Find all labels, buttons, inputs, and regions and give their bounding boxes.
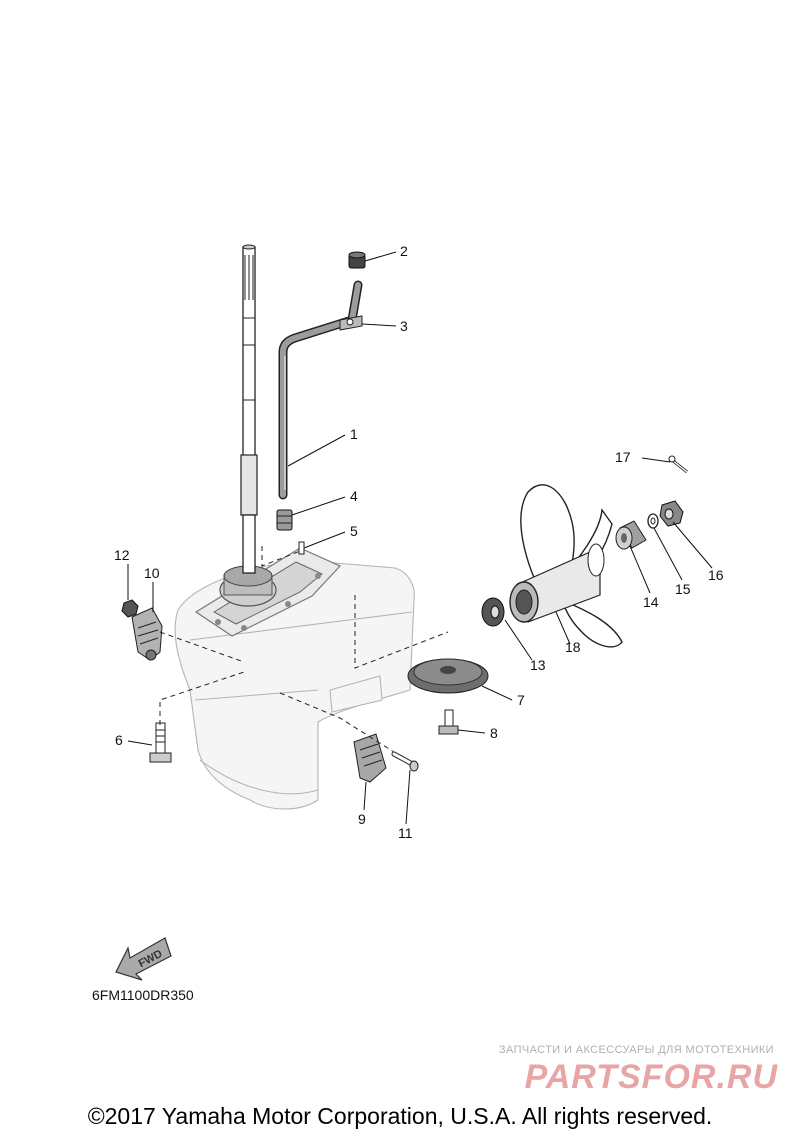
cotter-pin <box>668 455 688 474</box>
bolt-8 <box>438 709 459 735</box>
forward-direction-arrow: FWD <box>115 937 172 981</box>
callout-9: 9 <box>358 811 366 827</box>
callout-12: 12 <box>114 547 130 563</box>
copyright-notice: ©2017 Yamaha Motor Corporation, U.S.A. A… <box>87 1103 713 1129</box>
callout-5: 5 <box>350 523 358 539</box>
callout-2: 2 <box>400 243 408 259</box>
callout-8: 8 <box>490 725 498 741</box>
water-tube <box>278 280 363 500</box>
callout-7: 7 <box>517 692 525 708</box>
grommet-bottom <box>276 509 293 531</box>
drive-shaft <box>240 244 258 574</box>
callout-15: 15 <box>675 581 691 597</box>
nut-12 <box>121 599 139 618</box>
callout-18: 18 <box>565 639 581 655</box>
propeller <box>509 484 623 648</box>
thrust-washer <box>481 597 505 627</box>
anode-plate <box>407 658 489 694</box>
callout-14: 14 <box>643 594 659 610</box>
washer <box>647 513 659 529</box>
document-code: 6FM1100DR350 <box>92 987 194 1003</box>
callout-numbers: 1 2 3 4 5 6 7 8 9 10 11 12 13 14 15 16 1… <box>114 243 724 841</box>
callout-11: 11 <box>398 825 413 841</box>
dowel-pin <box>298 541 305 555</box>
bolt-11 <box>391 751 419 772</box>
assembly-lines <box>159 546 449 753</box>
callout-4: 4 <box>350 488 358 504</box>
spacer <box>615 520 647 550</box>
trim-tab-plate <box>353 733 387 783</box>
bolt-6 <box>149 722 172 763</box>
watermark-logo: PARTSFOR.RU <box>524 1058 778 1096</box>
callout-17: 17 <box>615 449 631 465</box>
callout-6: 6 <box>115 732 123 748</box>
callout-3: 3 <box>400 318 408 334</box>
callout-13: 13 <box>530 657 546 673</box>
shift-bracket <box>131 607 163 661</box>
watermark-tagline: ЗАПЧАСТИ И АКСЕССУАРЫ ДЛЯ МОТОТЕХНИКИ <box>498 1044 774 1056</box>
tube-clamp <box>339 315 363 331</box>
callout-1: 1 <box>350 426 358 442</box>
grommet-top <box>348 251 366 269</box>
callout-10: 10 <box>144 565 160 581</box>
leader-lines <box>127 251 713 825</box>
castle-nut <box>659 500 684 527</box>
callout-16: 16 <box>708 567 724 583</box>
